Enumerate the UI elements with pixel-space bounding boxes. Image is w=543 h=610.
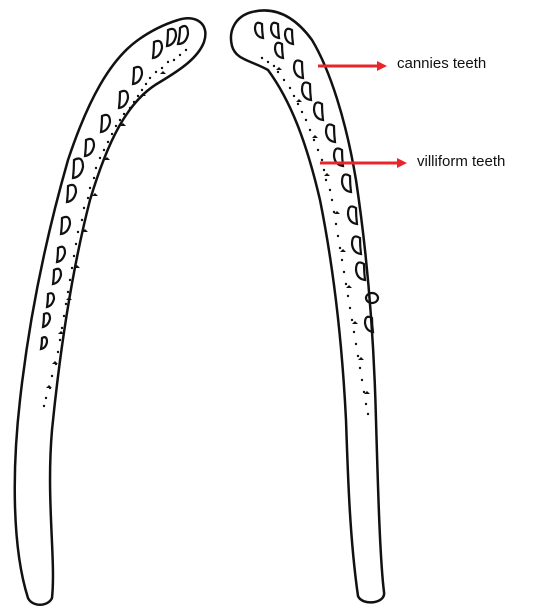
villiform-label: villiform teeth [417,154,505,169]
canines-label: cannies teeth [397,56,486,71]
left-jaw-outline [15,18,206,604]
